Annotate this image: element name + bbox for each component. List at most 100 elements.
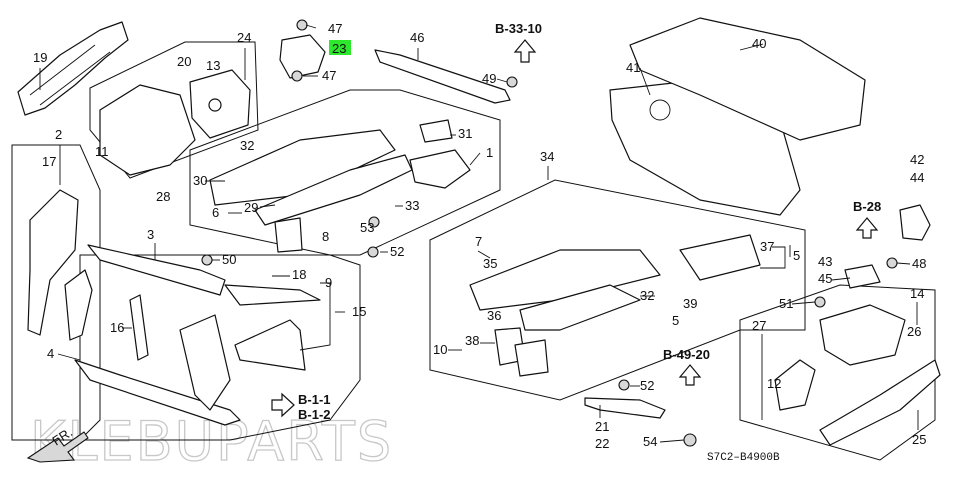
part-30-shape	[209, 129, 396, 206]
callout-31[interactable]: 31	[458, 126, 472, 141]
part-1-shape	[409, 149, 471, 189]
callout-46[interactable]: 46	[410, 30, 424, 45]
leader-lines	[39, 24, 919, 443]
callout-14[interactable]: 14	[910, 286, 924, 301]
callout-34[interactable]: 34	[540, 149, 554, 164]
callout-3[interactable]: 3	[147, 227, 154, 242]
callout-25[interactable]: 25	[912, 432, 926, 447]
part-3-shape	[87, 244, 226, 296]
callout-10[interactable]: 10	[433, 342, 447, 357]
callout-33[interactable]: 33	[405, 198, 419, 213]
up-arrow-icon	[855, 217, 879, 239]
callout-47a[interactable]: 47	[328, 21, 342, 36]
callout-28[interactable]: 28	[156, 189, 170, 204]
part-21-shape	[584, 397, 666, 419]
callout-29[interactable]: 29	[244, 200, 258, 215]
callout-47b[interactable]: 47	[322, 68, 336, 83]
callout-54[interactable]: 54	[643, 434, 657, 449]
ref-b1[interactable]: B-1-1 B-1-2	[271, 392, 331, 422]
bolt-48	[886, 257, 898, 269]
callout-20[interactable]: 20	[177, 54, 191, 69]
callout-40[interactable]: 40	[752, 36, 766, 51]
group-box-lower-center	[79, 254, 361, 441]
callout-9[interactable]: 9	[325, 275, 332, 290]
bolt-47-lower	[291, 70, 303, 82]
callout-50[interactable]: 50	[222, 252, 236, 267]
part-9-shape	[234, 319, 306, 371]
callout-48[interactable]: 48	[912, 256, 926, 271]
callout-52a[interactable]: 52	[390, 244, 404, 259]
right-arrow-icon	[271, 392, 295, 418]
part-25-shape	[819, 359, 941, 446]
callout-17[interactable]: 17	[42, 154, 56, 169]
callout-38[interactable]: 38	[465, 333, 479, 348]
callout-6[interactable]: 6	[212, 205, 219, 220]
part-16-shape	[129, 294, 149, 361]
highlight-part-23	[329, 40, 351, 55]
callout-24[interactable]: 24	[237, 30, 251, 45]
diagram-code: S7C2–B4900B	[707, 452, 780, 464]
ref-b49-20[interactable]: B-49-20	[663, 347, 710, 386]
callout-53[interactable]: 53	[360, 220, 374, 235]
part-19-shape	[17, 21, 129, 116]
front-arrow-icon	[26, 431, 89, 463]
group-box-left-side	[11, 144, 101, 441]
callout-45[interactable]: 45	[818, 271, 832, 286]
callout-27[interactable]: 27	[752, 318, 766, 333]
part-4-shape	[74, 359, 241, 426]
ref-b28[interactable]: B-28	[853, 199, 881, 239]
callout-23[interactable]: 23	[332, 41, 346, 56]
up-arrow-icon	[513, 39, 537, 63]
part-13-hole	[208, 98, 222, 112]
callout-21[interactable]: 21	[595, 419, 609, 434]
part-42-shape	[899, 204, 931, 241]
callout-5[interactable]: 5	[793, 248, 800, 263]
callout-15[interactable]: 15	[352, 304, 366, 319]
callout-4[interactable]: 4	[47, 346, 54, 361]
callout-13[interactable]: 13	[206, 58, 220, 73]
callout-11[interactable]: 11	[95, 144, 109, 159]
bolt-47-top	[296, 19, 308, 31]
callout-49[interactable]: 49	[482, 71, 496, 86]
callout-42[interactable]: 42	[910, 152, 924, 167]
callout-1[interactable]: 1	[486, 145, 493, 160]
callout-35[interactable]: 35	[483, 256, 497, 271]
svg-text:B-1-1: B-1-1	[298, 392, 331, 407]
part-2-shape	[27, 189, 79, 336]
part-37-shape	[679, 234, 761, 281]
callout-30[interactable]: 30	[193, 173, 207, 188]
part-41-hole	[649, 99, 671, 121]
part-40-shape	[629, 17, 866, 141]
callout-8[interactable]: 8	[322, 229, 329, 244]
callout-26[interactable]: 26	[907, 324, 921, 339]
bolt-52-upper	[367, 246, 379, 258]
callout-41[interactable]: 41	[626, 60, 640, 75]
callout-32b[interactable]: 32	[640, 288, 654, 303]
callout-39[interactable]: 39	[683, 296, 697, 311]
part-23-shape	[279, 34, 326, 79]
callout-44[interactable]: 44	[910, 170, 924, 185]
svg-text:B-1-2: B-1-2	[298, 407, 331, 422]
callout-37[interactable]: 37	[760, 239, 774, 254]
callout-22[interactable]: 22	[595, 436, 609, 451]
callout-18[interactable]: 18	[292, 267, 306, 282]
part-15-shape	[179, 314, 231, 411]
callout-19[interactable]: 19	[33, 50, 47, 65]
callout-36[interactable]: 36	[487, 308, 501, 323]
callout-7[interactable]: 7	[475, 234, 482, 249]
part-43-shape	[844, 264, 881, 289]
callout-2[interactable]: 2	[55, 127, 62, 142]
group-box-upper-left	[89, 41, 259, 179]
callout-16[interactable]: 16	[110, 320, 124, 335]
callout-93[interactable]: 5	[672, 313, 679, 328]
part-27-shape	[819, 304, 906, 366]
ref-b33-10[interactable]: B-33-10	[495, 21, 542, 63]
part-34-shape	[469, 249, 661, 311]
svg-text:B-49-20: B-49-20	[663, 347, 710, 362]
callout-12[interactable]: 12	[767, 376, 781, 391]
callouts: 19 24 20 13 11 47 23 47 46 49 40 41 2 17…	[33, 21, 926, 451]
callout-43[interactable]: 43	[818, 254, 832, 269]
callout-52b[interactable]: 52	[640, 378, 654, 393]
callout-51[interactable]: 51	[779, 296, 793, 311]
callout-32a[interactable]: 32	[240, 138, 254, 153]
